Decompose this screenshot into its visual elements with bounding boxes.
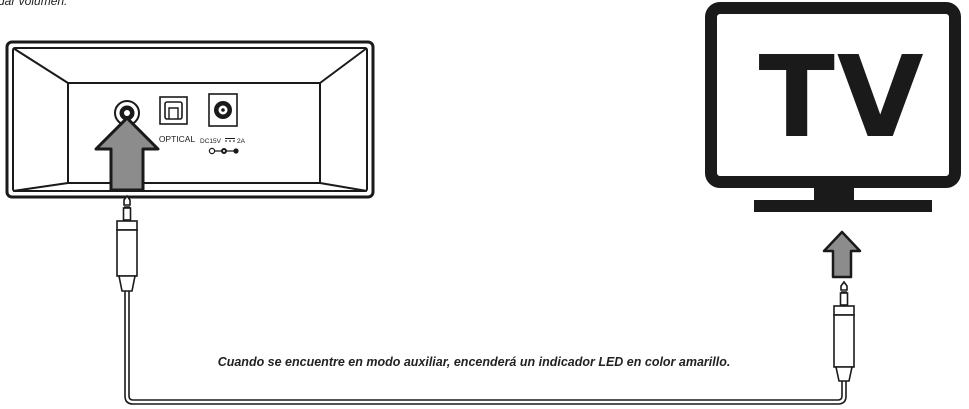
power-voltage-label: DC15V [200,138,222,145]
dc-symbol-icon [225,138,235,142]
optical-port-icon [159,96,188,125]
power-amperage-label: 2A [237,138,246,145]
audio-plug-icon-left [116,194,138,292]
aux-up-arrow-icon [94,116,160,192]
dc-power-port-icon [208,93,238,127]
device-rear-panel [5,40,375,199]
polarity-icon [208,147,239,155]
top-caption: dar volumen. [0,0,68,8]
instruction-caption: Cuando se encuentre en modo auxiliar, en… [218,355,731,369]
power-rating-label: DC15V 2A [200,138,246,145]
tv-label: TV [758,33,925,163]
tv-icon [705,2,961,212]
audio-plug-icon-right [833,280,855,382]
tv-up-arrow-icon [822,230,862,279]
optical-label: OPTICAL [159,134,196,144]
audio-cable [124,291,847,405]
